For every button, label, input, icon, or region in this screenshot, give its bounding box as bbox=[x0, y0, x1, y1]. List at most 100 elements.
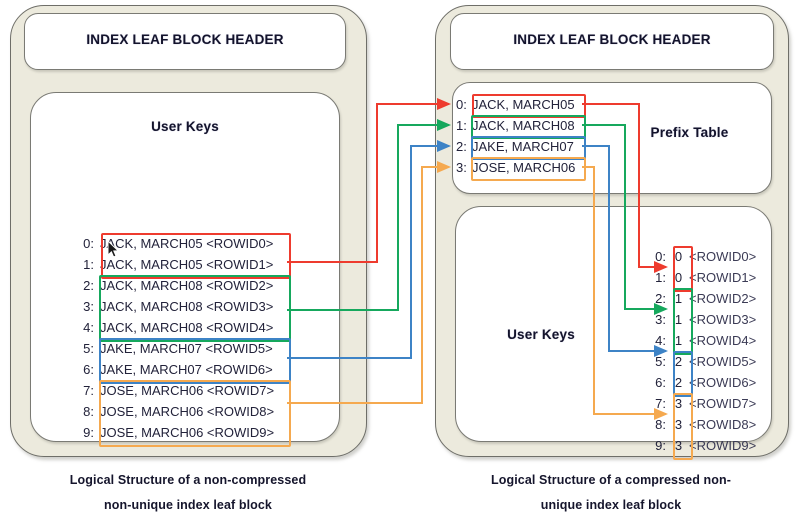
connector-left-to-prefix-green bbox=[287, 119, 451, 311]
row-index: 3: bbox=[456, 160, 467, 175]
list-item: 1: 0 <ROWID1> bbox=[650, 267, 756, 288]
row-index: 8: bbox=[83, 404, 94, 419]
left-index-leaf-block-header-box: INDEX LEAF BLOCK HEADER bbox=[24, 13, 346, 70]
row-index: 3: bbox=[655, 312, 666, 327]
prefix-table-list: 0:JACK, MARCH05 1:JACK, MARCH08 2:JAKE, … bbox=[456, 94, 575, 178]
row-index: 5: bbox=[83, 341, 94, 356]
connector-prefix-to-right-orange bbox=[582, 166, 668, 420]
row-value: JOSE, MARCH06 <ROWID8> bbox=[100, 404, 275, 419]
row-index: 4: bbox=[83, 320, 94, 335]
row-rowid: <ROWID6> bbox=[689, 375, 757, 390]
row-prefix-id: 0 bbox=[674, 249, 683, 264]
list-item: 8: 3 <ROWID8> bbox=[650, 414, 756, 435]
left-caption-line1: Logical Structure of a non-compressed bbox=[69, 473, 307, 487]
connector-prefix-to-right-red bbox=[582, 103, 668, 273]
row-index: 1: bbox=[83, 257, 94, 272]
row-index: 9: bbox=[83, 425, 94, 440]
right-caption-line2: unique index leaf block bbox=[540, 498, 682, 512]
list-item: 5: JAKE, MARCH07 <ROWID5> bbox=[78, 338, 274, 359]
row-value: JAKE, MARCH07 <ROWID5> bbox=[100, 341, 273, 356]
row-value: JOSE, MARCH06 bbox=[472, 160, 576, 175]
row-index: 3: bbox=[83, 299, 94, 314]
row-index: 1: bbox=[456, 118, 467, 133]
row-prefix-id: 2 bbox=[674, 375, 683, 390]
list-item: 6:JAKE, MARCH07 <ROWID6> bbox=[78, 359, 274, 380]
right-header-label: INDEX LEAF BLOCK HEADER bbox=[513, 32, 711, 47]
connector-prefix-to-right-green bbox=[582, 124, 668, 315]
row-prefix-id: 1 bbox=[674, 333, 683, 348]
row-value: JACK, MARCH05 bbox=[472, 97, 575, 112]
connector-left-to-prefix-blue bbox=[287, 140, 451, 359]
row-value: JACK, MARCH08 <ROWID2> bbox=[100, 278, 274, 293]
row-index: 9: bbox=[655, 438, 666, 453]
list-item: 0: JACK, MARCH05 <ROWID0> bbox=[78, 233, 274, 254]
row-index: 7: bbox=[655, 396, 666, 411]
right-index-leaf-block-header-box: INDEX LEAF BLOCK HEADER bbox=[450, 13, 774, 70]
left-caption: Logical Structure of a non-compressed no… bbox=[8, 468, 368, 518]
row-prefix-id: 3 bbox=[674, 396, 683, 411]
row-rowid: <ROWID1> bbox=[689, 270, 757, 285]
right-user-keys-list: 0:0<ROWID0> 1:0<ROWID1> 2:1<ROWID2> 3:1<… bbox=[650, 246, 756, 456]
mouse-pointer-icon bbox=[107, 240, 120, 258]
row-value: JACK, MARCH08 <ROWID3> bbox=[100, 299, 274, 314]
row-rowid: <ROWID4> bbox=[689, 333, 757, 348]
row-rowid: <ROWID8> bbox=[689, 417, 757, 432]
right-caption: Logical Structure of a compressed non- u… bbox=[430, 468, 792, 518]
left-user-keys-list: 0: JACK, MARCH05 <ROWID0> 1: JACK, MARCH05… bbox=[78, 233, 274, 443]
row-index: 0: bbox=[83, 236, 94, 251]
connector-left-to-prefix-red bbox=[287, 98, 451, 263]
list-item: 2: 1 <ROWID2> bbox=[650, 288, 756, 309]
row-rowid: <ROWID5> bbox=[689, 354, 757, 369]
row-prefix-id: 1 bbox=[674, 312, 683, 327]
connector-left-to-prefix-orange bbox=[287, 161, 451, 404]
list-item: 6: 2 <ROWID6> bbox=[650, 372, 756, 393]
row-index: 5: bbox=[655, 354, 666, 369]
row-rowid: <ROWID0> bbox=[689, 249, 757, 264]
row-index: 1: bbox=[655, 270, 666, 285]
row-value: JACK, MARCH05 <ROWID0> bbox=[100, 236, 274, 251]
row-value: JAKE, MARCH07 <ROWID6> bbox=[100, 362, 273, 377]
list-item: 0: JACK, MARCH05 bbox=[456, 94, 575, 115]
row-rowid: <ROWID2> bbox=[689, 291, 757, 306]
row-rowid: <ROWID7> bbox=[689, 396, 757, 411]
row-index: 4: bbox=[655, 333, 666, 348]
row-index: 8: bbox=[655, 417, 666, 432]
right-user-keys-box: User Keys bbox=[455, 206, 772, 442]
list-item: 9: JOSE, MARCH06 <ROWID9> bbox=[78, 422, 274, 443]
connector-prefix-to-right-blue bbox=[582, 145, 668, 357]
list-item: 7: JOSE, MARCH06 <ROWID7> bbox=[78, 380, 274, 401]
left-header-label: INDEX LEAF BLOCK HEADER bbox=[86, 32, 284, 47]
row-value: JOSE, MARCH06 <ROWID9> bbox=[100, 425, 275, 440]
row-index: 2: bbox=[655, 291, 666, 306]
row-index: 0: bbox=[456, 97, 467, 112]
row-prefix-id: 3 bbox=[674, 438, 683, 453]
left-user-keys-title: User Keys bbox=[151, 119, 219, 134]
list-item: 1: JACK, MARCH05 <ROWID1> bbox=[78, 254, 274, 275]
list-item: 3: JACK, MARCH08 <ROWID3> bbox=[78, 296, 274, 317]
prefix-table-title: Prefix Table bbox=[650, 125, 729, 140]
list-item: 3: 1 <ROWID3> bbox=[650, 309, 756, 330]
row-index: 2: bbox=[456, 139, 467, 154]
list-item: 2: JAKE, MARCH07 bbox=[456, 136, 575, 157]
list-item: 4:JACK, MARCH08 <ROWID4> bbox=[78, 317, 274, 338]
row-value: JOSE, MARCH06 <ROWID7> bbox=[100, 383, 275, 398]
row-rowid: <ROWID3> bbox=[689, 312, 757, 327]
list-item: 7: 3 <ROWID7> bbox=[650, 393, 756, 414]
list-item: 2:JACK, MARCH08 <ROWID2> bbox=[78, 275, 274, 296]
row-prefix-id: 0 bbox=[674, 270, 683, 285]
right-user-keys-title: User Keys bbox=[507, 327, 575, 342]
row-index: 7: bbox=[83, 383, 94, 398]
row-prefix-id: 1 bbox=[674, 291, 683, 306]
list-item: 0:0<ROWID0> bbox=[650, 246, 756, 267]
row-value: JACK, MARCH05 <ROWID1> bbox=[100, 257, 274, 272]
row-value: JAKE, MARCH07 bbox=[472, 139, 574, 154]
row-index: 6: bbox=[655, 375, 666, 390]
right-caption-line1: Logical Structure of a compressed non- bbox=[491, 473, 731, 487]
list-item: 8: JOSE, MARCH06 <ROWID8> bbox=[78, 401, 274, 422]
list-item: 5:2<ROWID5> bbox=[650, 351, 756, 372]
row-rowid: <ROWID9> bbox=[689, 438, 757, 453]
row-prefix-id: 3 bbox=[674, 417, 683, 432]
left-caption-line2: non-unique index leaf block bbox=[104, 498, 272, 512]
